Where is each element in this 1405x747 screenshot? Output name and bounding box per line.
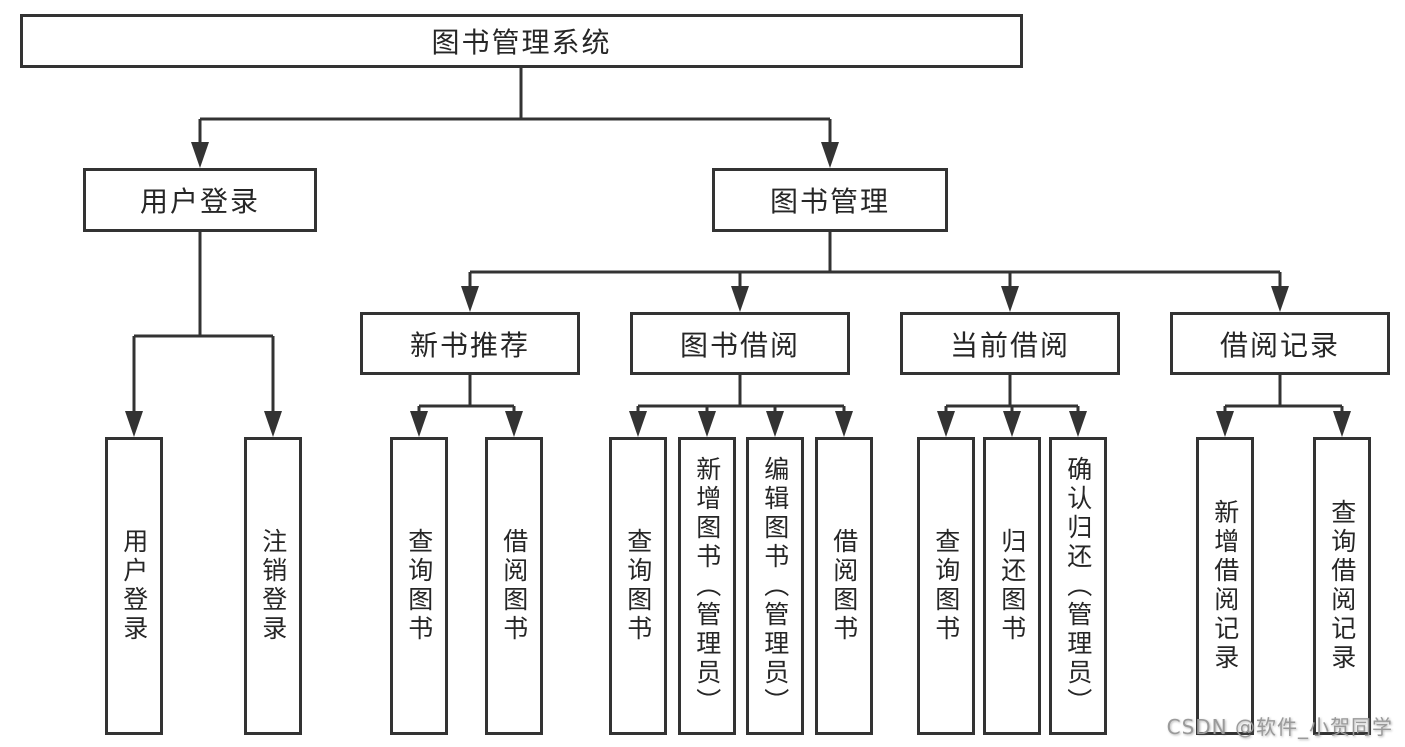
connector-current-borrow bbox=[944, 375, 1080, 413]
leaf-query-books-borrow: 查询图书 bbox=[609, 437, 667, 735]
leaf-add-books-admin: 新增图书（管理员） bbox=[678, 437, 736, 735]
leaf-query-books-recommend: 查询图书 bbox=[390, 437, 448, 735]
leaf-logout: 注销登录 bbox=[244, 437, 302, 735]
connector-book-borrow bbox=[636, 375, 846, 413]
leaf-user-login: 用户登录 bbox=[105, 437, 163, 735]
node-new-book-recommend: 新书推荐 bbox=[360, 312, 580, 375]
leaf-query-borrow-record: 查询借阅记录 bbox=[1313, 437, 1371, 735]
connector-borrow-records bbox=[1223, 375, 1344, 413]
arrow-down-icon bbox=[1216, 411, 1234, 437]
arrow-down-icon bbox=[505, 411, 523, 437]
node-book-borrow: 图书借阅 bbox=[630, 312, 850, 375]
connector-new-book-recommend bbox=[417, 375, 516, 413]
arrow-down-icon bbox=[1069, 411, 1087, 437]
arrow-down-icon bbox=[1333, 411, 1351, 437]
arrow-down-icon bbox=[1003, 411, 1021, 437]
csdn-watermark: CSDN @软件_小贺同学 bbox=[1166, 715, 1393, 739]
arrow-down-icon bbox=[125, 411, 143, 437]
arrow-down-icon bbox=[461, 286, 479, 312]
arrow-down-icon bbox=[410, 411, 428, 437]
leaf-add-borrow-record: 新增借阅记录 bbox=[1196, 437, 1254, 735]
node-user-login: 用户登录 bbox=[83, 168, 317, 232]
leaf-confirm-return-admin: 确认归还（管理员） bbox=[1049, 437, 1107, 735]
arrow-down-icon bbox=[731, 286, 749, 312]
leaf-edit-books-admin: 编辑图书（管理员） bbox=[746, 437, 804, 735]
leaf-return-books: 归还图书 bbox=[983, 437, 1041, 735]
arrow-down-icon bbox=[1001, 286, 1019, 312]
connector-root bbox=[198, 68, 832, 146]
arrow-down-icon bbox=[835, 411, 853, 437]
leaf-borrow-books: 借阅图书 bbox=[815, 437, 873, 735]
leaf-borrow-books-recommend: 借阅图书 bbox=[485, 437, 543, 735]
arrow-down-icon bbox=[937, 411, 955, 437]
connector-book-management bbox=[468, 232, 1282, 288]
node-system-root: 图书管理系统 bbox=[20, 14, 1023, 68]
node-book-management: 图书管理 bbox=[712, 168, 948, 232]
node-borrow-records: 借阅记录 bbox=[1170, 312, 1390, 375]
node-current-borrow: 当前借阅 bbox=[900, 312, 1120, 375]
arrowheads bbox=[125, 142, 1351, 437]
connector-user-login bbox=[132, 232, 275, 413]
arrow-down-icon bbox=[1271, 286, 1289, 312]
arrow-down-icon bbox=[821, 142, 839, 168]
arrow-down-icon bbox=[629, 411, 647, 437]
arrow-down-icon bbox=[191, 142, 209, 168]
arrow-down-icon bbox=[264, 411, 282, 437]
arrow-down-icon bbox=[698, 411, 716, 437]
leaf-query-books-current: 查询图书 bbox=[917, 437, 975, 735]
arrow-down-icon bbox=[766, 411, 784, 437]
